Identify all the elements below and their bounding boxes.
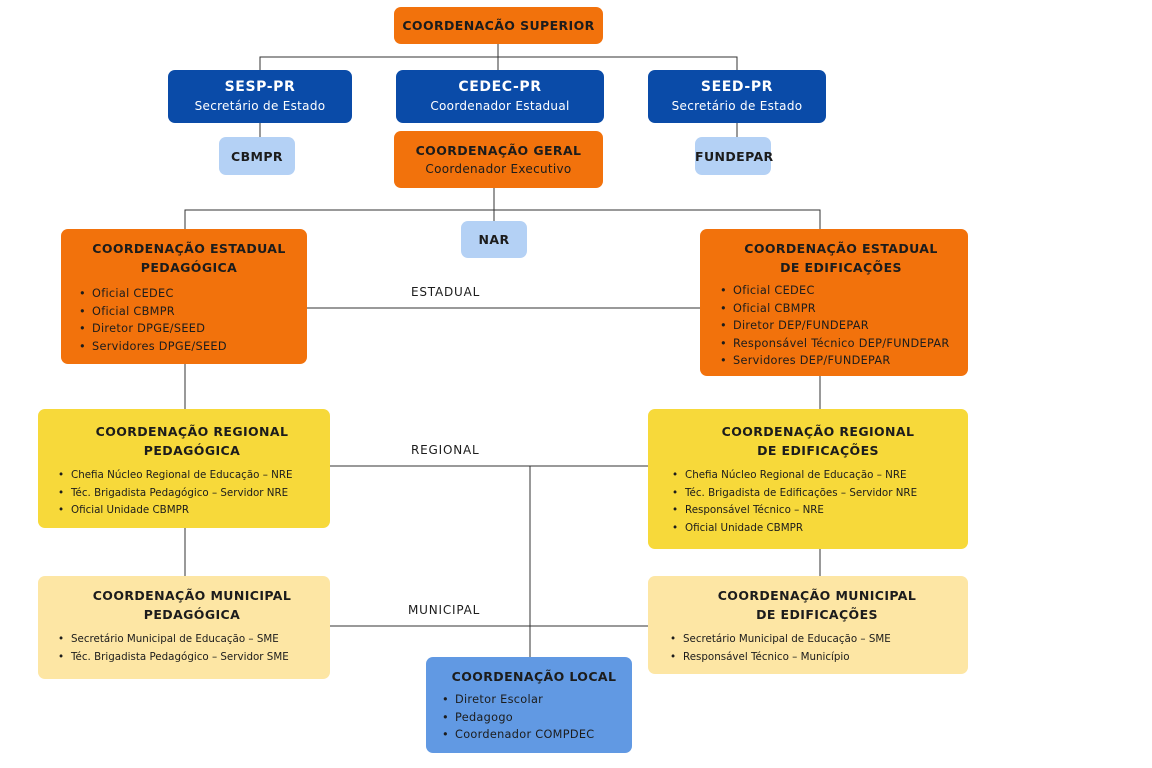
level-label-estadual: ESTADUAL	[411, 285, 481, 299]
estadual-edificacoes-list: Oficial CEDEC Oficial CBMPR Diretor DEP/…	[720, 282, 962, 370]
list-item: Secretário Municipal de Educação – SME	[670, 631, 964, 649]
regional-edificacoes-title-line2: DE EDIFICAÇÕES	[757, 443, 879, 458]
fundepar-box: FUNDEPAR	[695, 137, 774, 175]
list-item: Chefia Núcleo Regional de Educação – NRE	[672, 467, 964, 485]
list-item: Téc. Brigadista Pedagógico – Servidor NR…	[58, 485, 326, 503]
municipal-pedagogica-title-line2: PEDAGÓGICA	[143, 607, 241, 622]
list-item: Servidores DEP/FUNDEPAR	[720, 352, 962, 370]
estadual-pedagogica-list: Oficial CEDEC Oficial CBMPR Diretor DPGE…	[79, 285, 299, 355]
municipal-edificacoes-list: Secretário Municipal de Educação – SME R…	[670, 631, 964, 666]
regional-pedagogica-title-line2: PEDAGÓGICA	[143, 443, 241, 458]
sesp-box: SESP-PR Secretário de Estado	[168, 70, 352, 123]
estadual-pedagogica-title-line2: PEDAGÓGICA	[140, 260, 238, 275]
list-item: Diretor DPGE/SEED	[79, 320, 299, 338]
regional-edificacoes-title-line1: COORDENAÇÃO REGIONAL	[721, 424, 915, 439]
list-item: Téc. Brigadista Pedagógico – Servidor SM…	[58, 649, 326, 667]
coordenacao-municipal-edificacoes-box: COORDENAÇÃO MUNICIPAL DE EDIFICAÇÕES Sec…	[648, 576, 968, 674]
seed-box: SEED-PR Secretário de Estado	[648, 70, 826, 123]
list-item: Chefia Núcleo Regional de Educação – NRE	[58, 467, 326, 485]
coordenacao-geral-title: COORDENAÇÃO GERAL	[415, 143, 582, 158]
fundepar-title: FUNDEPAR	[695, 149, 774, 164]
list-item: Servidores DPGE/SEED	[79, 338, 299, 356]
cedec-title: CEDEC-PR	[458, 79, 542, 95]
coordenacao-regional-edificacoes-box: COORDENAÇÃO REGIONAL DE EDIFICAÇÕES Chef…	[648, 409, 968, 549]
list-item: Pedagogo	[442, 709, 626, 727]
list-item: Oficial Unidade CBMPR	[58, 502, 326, 520]
municipal-pedagogica-title-line1: COORDENAÇÃO MUNICIPAL	[92, 588, 292, 603]
coordenacao-estadual-pedagogica-box: COORDENAÇÃO ESTADUAL PEDAGÓGICA Oficial …	[61, 229, 307, 364]
coordenacao-municipal-pedagogica-box: COORDENAÇÃO MUNICIPAL PEDAGÓGICA Secretá…	[38, 576, 330, 679]
municipal-edificacoes-title-line1: COORDENAÇÃO MUNICIPAL	[717, 588, 917, 603]
municipal-edificacoes-title-line2: DE EDIFICAÇÕES	[756, 607, 878, 622]
coordenacao-regional-pedagogica-box: COORDENAÇÃO REGIONAL PEDAGÓGICA Chefia N…	[38, 409, 330, 528]
nar-title: NAR	[478, 232, 510, 247]
coordenacao-geral-box: COORDENAÇÃO GERAL Coordenador Executivo	[394, 131, 603, 188]
sesp-title: SESP-PR	[224, 79, 296, 95]
level-label-municipal: MUNICIPAL	[408, 603, 481, 617]
sesp-subtitle: Secretário de Estado	[194, 99, 326, 113]
list-item: Responsável Técnico – NRE	[672, 502, 964, 520]
list-item: Diretor DEP/FUNDEPAR	[720, 317, 962, 335]
cbmpr-box: CBMPR	[219, 137, 295, 175]
cedec-subtitle: Coordenador Estadual	[430, 99, 570, 113]
seed-subtitle: Secretário de Estado	[671, 99, 803, 113]
regional-pedagogica-list: Chefia Núcleo Regional de Educação – NRE…	[58, 467, 326, 520]
list-item: Oficial CBMPR	[79, 303, 299, 321]
municipal-pedagogica-list: Secretário Municipal de Educação – SME T…	[58, 631, 326, 666]
list-item: Téc. Brigadista de Edificações – Servido…	[672, 485, 964, 503]
coordenacao-local-box: COORDENAÇÃO LOCAL Diretor Escolar Pedago…	[426, 657, 632, 753]
list-item: Oficial Unidade CBMPR	[672, 520, 964, 538]
regional-pedagogica-title-line1: COORDENAÇÃO REGIONAL	[95, 424, 289, 439]
connector-geral-branch	[184, 209, 821, 229]
cbmpr-title: CBMPR	[231, 149, 283, 164]
coordenacao-estadual-edificacoes-box: COORDENAÇÃO ESTADUAL DE EDIFICAÇÕES Ofic…	[700, 229, 968, 376]
list-item: Responsável Técnico – Município	[670, 649, 964, 667]
list-item: Coordenador COMPDEC	[442, 726, 626, 744]
list-item: Secretário Municipal de Educação – SME	[58, 631, 326, 649]
seed-title: SEED-PR	[700, 79, 774, 95]
list-item: Oficial CBMPR	[720, 300, 962, 318]
estadual-pedagogica-title-line1: COORDENAÇÃO ESTADUAL	[92, 241, 286, 256]
regional-edificacoes-list: Chefia Núcleo Regional de Educação – NRE…	[672, 467, 964, 537]
estadual-edificacoes-title-line1: COORDENAÇÃO ESTADUAL	[744, 241, 938, 256]
coordenacao-local-list: Diretor Escolar Pedagogo Coordenador COM…	[442, 691, 626, 744]
estadual-edificacoes-title-line2: DE EDIFICAÇÕES	[780, 260, 902, 275]
coordenacao-superior-title: COORDENACÃO SUPERIOR	[402, 18, 595, 33]
level-label-regional: REGIONAL	[411, 443, 480, 457]
list-item: Diretor Escolar	[442, 691, 626, 709]
nar-box: NAR	[461, 221, 527, 258]
list-item: Oficial CEDEC	[720, 282, 962, 300]
coordenacao-local-title: COORDENAÇÃO LOCAL	[451, 669, 617, 684]
list-item: Responsável Técnico DEP/FUNDEPAR	[720, 335, 962, 353]
coordenacao-superior-box: COORDENACÃO SUPERIOR	[394, 7, 603, 44]
coordenacao-geral-subtitle: Coordenador Executivo	[425, 162, 572, 176]
list-item: Oficial CEDEC	[79, 285, 299, 303]
cedec-box: CEDEC-PR Coordenador Estadual	[396, 70, 604, 123]
